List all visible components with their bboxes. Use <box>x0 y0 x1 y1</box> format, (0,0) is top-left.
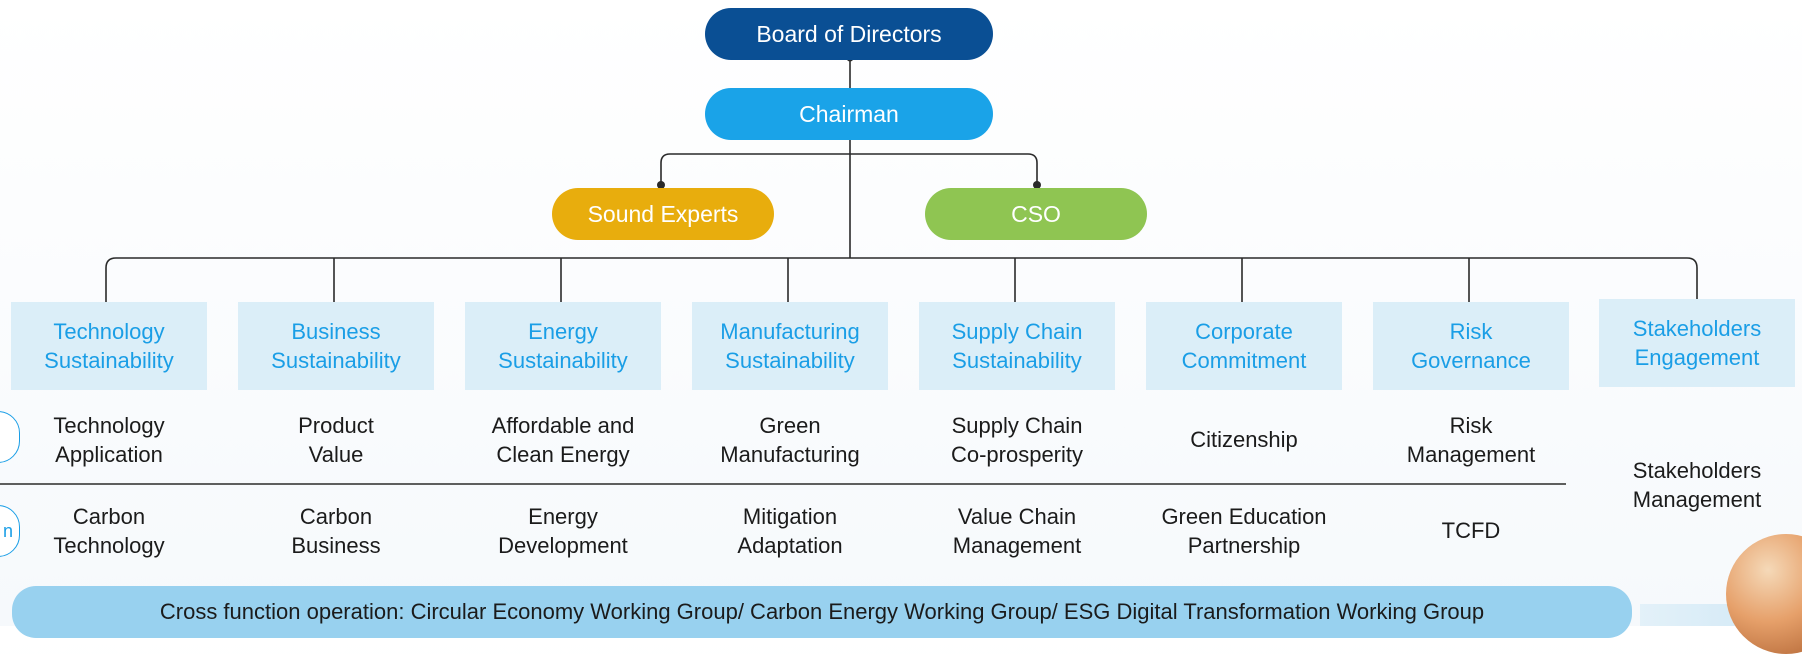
row2-tcfd: TCFD <box>1441 518 1501 543</box>
stakeholders-management-cell: Stakeholders Management <box>1632 458 1762 512</box>
row2-mitigation-adaptation: Mitigation Adaptation <box>737 504 843 558</box>
dept-stakeholders-engagement: Stakeholders Engagement <box>1599 299 1795 387</box>
board-of-directors-node: Board of Directors <box>705 8 993 60</box>
row2-energy-development: Energy Development <box>498 504 628 558</box>
row1-citizenship: Citizenship <box>1190 427 1298 452</box>
cross-function-bar: Cross function operation: Circular Econo… <box>12 586 1632 638</box>
chairman-node: Chairman <box>705 88 993 140</box>
sound-experts-node: Sound Experts <box>552 188 774 240</box>
row1-affordable-clean-energy: Affordable and Clean Energy <box>491 413 635 467</box>
dept-business-sustainability: Business Sustainability <box>238 302 434 390</box>
row2-value-chain-management: Value Chain Management <box>952 504 1082 558</box>
dept-manufacturing-sustainability: Manufacturing Sustainability <box>692 302 888 390</box>
dept-corporate-commitment: Corporate Commitment <box>1146 302 1342 390</box>
dept-energy-sustainability: Energy Sustainability <box>465 302 661 390</box>
dept-technology-sustainability: Technology Sustainability <box>11 302 207 390</box>
row2-green-education-partnership: Green Education Partnership <box>1161 504 1327 558</box>
dept-risk-governance: Risk Governance <box>1373 302 1569 390</box>
row1-technology-application: Technology Application <box>53 413 165 467</box>
row1-green-manufacturing: Green Manufacturing <box>720 413 860 467</box>
row1-supply-chain-co-prosperity: Supply Chain Co-prosperity <box>950 413 1084 467</box>
cso-node: CSO <box>925 188 1147 240</box>
dept-supply-chain-sustainability: Supply Chain Sustainability <box>919 302 1115 390</box>
row2-carbon-technology: Carbon Technology <box>53 504 165 558</box>
row1-risk-management: Risk Management <box>1406 413 1536 467</box>
row1-product-value: Product Value <box>298 413 374 467</box>
row2-carbon-business: Carbon Business <box>291 504 381 558</box>
